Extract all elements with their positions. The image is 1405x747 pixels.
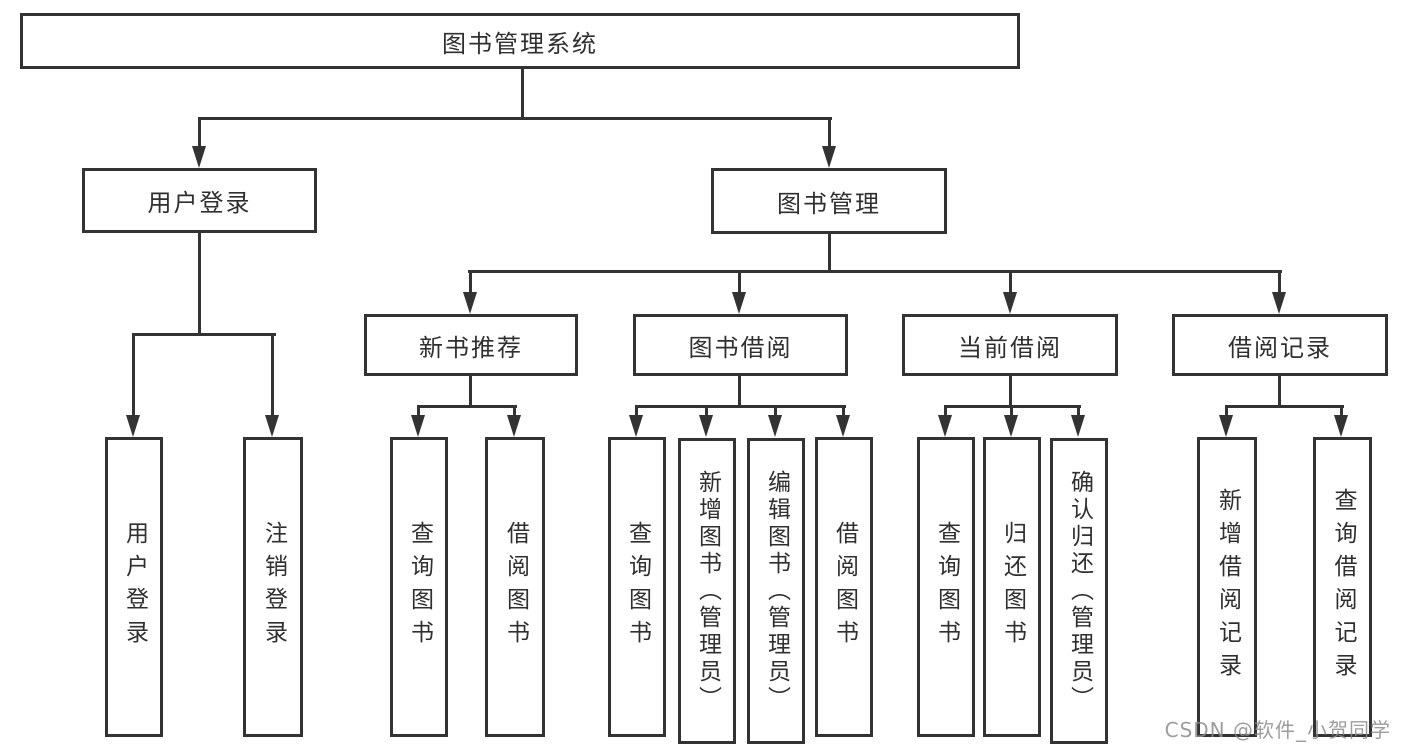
connector-line	[828, 119, 831, 147]
connector-line	[1009, 272, 1012, 294]
node-label: 图书管理	[777, 189, 881, 218]
connector-line	[1225, 407, 1228, 417]
connector-line	[1077, 407, 1080, 417]
connector-line	[842, 407, 845, 417]
connector-line	[1340, 407, 1343, 417]
arrow-down-icon	[463, 292, 477, 314]
connector-line	[198, 117, 832, 120]
node-book-management: 图书管理	[711, 168, 947, 234]
arrow-down-icon	[411, 415, 425, 437]
arrow-down-icon	[1272, 292, 1286, 314]
connector-line	[417, 407, 420, 417]
connector-line	[774, 407, 777, 417]
connector-line	[521, 69, 524, 119]
node-label: 查询图书	[933, 521, 960, 653]
node-query-books-borrowing: 查询图书	[608, 437, 666, 737]
node-return-books: 归还图书	[983, 437, 1041, 737]
arrow-down-icon	[265, 415, 279, 437]
node-label: 当前借阅	[958, 333, 1062, 362]
connector-line	[198, 119, 201, 147]
watermark: CSDN @软件_小贺同学	[1164, 718, 1391, 742]
connector-line	[738, 272, 741, 294]
node-label: 查询图书	[624, 521, 651, 653]
node-new-book-recommendation: 新书推荐	[364, 314, 578, 376]
arrow-down-icon	[732, 292, 746, 314]
node-query-books-recommend: 查询图书	[390, 437, 448, 737]
connector-line	[738, 376, 741, 407]
connector-line	[1010, 407, 1013, 417]
connector-line	[469, 272, 472, 294]
node-label: 用户登录	[147, 189, 252, 217]
connector-line	[513, 407, 516, 417]
arrow-down-icon	[938, 415, 952, 437]
connector-line	[132, 333, 276, 336]
node-edit-books-admin: 编辑图书（管理员）	[747, 438, 805, 744]
connector-line	[271, 335, 274, 416]
node-borrow-books: 借阅图书	[815, 437, 873, 737]
connector-line	[132, 335, 135, 416]
connector-line	[1009, 376, 1012, 407]
node-label: 借阅图书	[831, 521, 858, 653]
node-label: 图书管理系统	[442, 29, 598, 58]
node-borrow-books-recommend: 借阅图书	[485, 437, 545, 737]
node-label: 注销登录	[260, 521, 287, 653]
connector-line	[1225, 405, 1344, 408]
arrow-down-icon	[507, 415, 521, 437]
node-label: 归还图书	[999, 521, 1026, 653]
node-query-books-current: 查询图书	[917, 437, 975, 737]
arrow-down-icon	[629, 415, 643, 437]
node-label: 借阅图书	[502, 521, 529, 653]
connector-line	[469, 376, 472, 407]
node-current-borrowing: 当前借阅	[902, 314, 1118, 376]
node-label: 用户登录	[121, 521, 148, 653]
node-logout: 注销登录	[243, 437, 303, 737]
node-user-login: 用户登录	[82, 168, 317, 233]
node-borrowing-records: 借阅记录	[1172, 314, 1388, 376]
arrow-down-icon	[822, 146, 836, 168]
arrow-down-icon	[768, 415, 782, 437]
node-confirm-return-admin: 确认归还（管理员）	[1050, 438, 1108, 744]
node-label: 查询借阅记录	[1330, 488, 1356, 686]
connector-line	[1278, 376, 1281, 407]
node-label: 查询图书	[406, 521, 433, 653]
arrow-down-icon	[1334, 415, 1348, 437]
node-library-management-system: 图书管理系统	[20, 13, 1020, 69]
arrow-down-icon	[699, 415, 713, 437]
node-book-borrowing: 图书借阅	[633, 314, 848, 376]
node-label: 确认归还（管理员）	[1066, 469, 1093, 713]
connector-line	[635, 405, 846, 408]
connector-line	[1278, 272, 1281, 294]
node-add-books-admin: 新增图书（管理员）	[678, 438, 736, 744]
connector-line	[417, 405, 517, 408]
arrow-down-icon	[1004, 415, 1018, 437]
node-label: 新增借阅记录	[1214, 488, 1241, 686]
connector-line	[705, 407, 708, 417]
arrow-down-icon	[1003, 292, 1017, 314]
connector-line	[198, 233, 201, 335]
node-user-login-action: 用户登录	[105, 437, 163, 737]
connector-line	[944, 407, 947, 417]
arrow-down-icon	[126, 415, 140, 437]
connector-line	[635, 407, 638, 417]
connector-line	[944, 405, 1081, 408]
node-label: 图书借阅	[688, 333, 793, 362]
node-query-borrow-record: 查询借阅记录	[1313, 437, 1372, 737]
node-label: 新书推荐	[419, 333, 523, 362]
node-label: 借阅记录	[1228, 333, 1332, 362]
arrow-down-icon	[192, 146, 206, 168]
node-add-borrow-record: 新增借阅记录	[1197, 437, 1257, 737]
node-label: 编辑图书（管理员）	[763, 469, 790, 713]
connector-line	[828, 234, 831, 272]
arrow-down-icon	[836, 415, 850, 437]
arrow-down-icon	[1071, 415, 1085, 437]
arrow-down-icon	[1219, 415, 1233, 437]
connector-line	[468, 270, 1282, 273]
node-label: 新增图书（管理员）	[694, 469, 721, 713]
